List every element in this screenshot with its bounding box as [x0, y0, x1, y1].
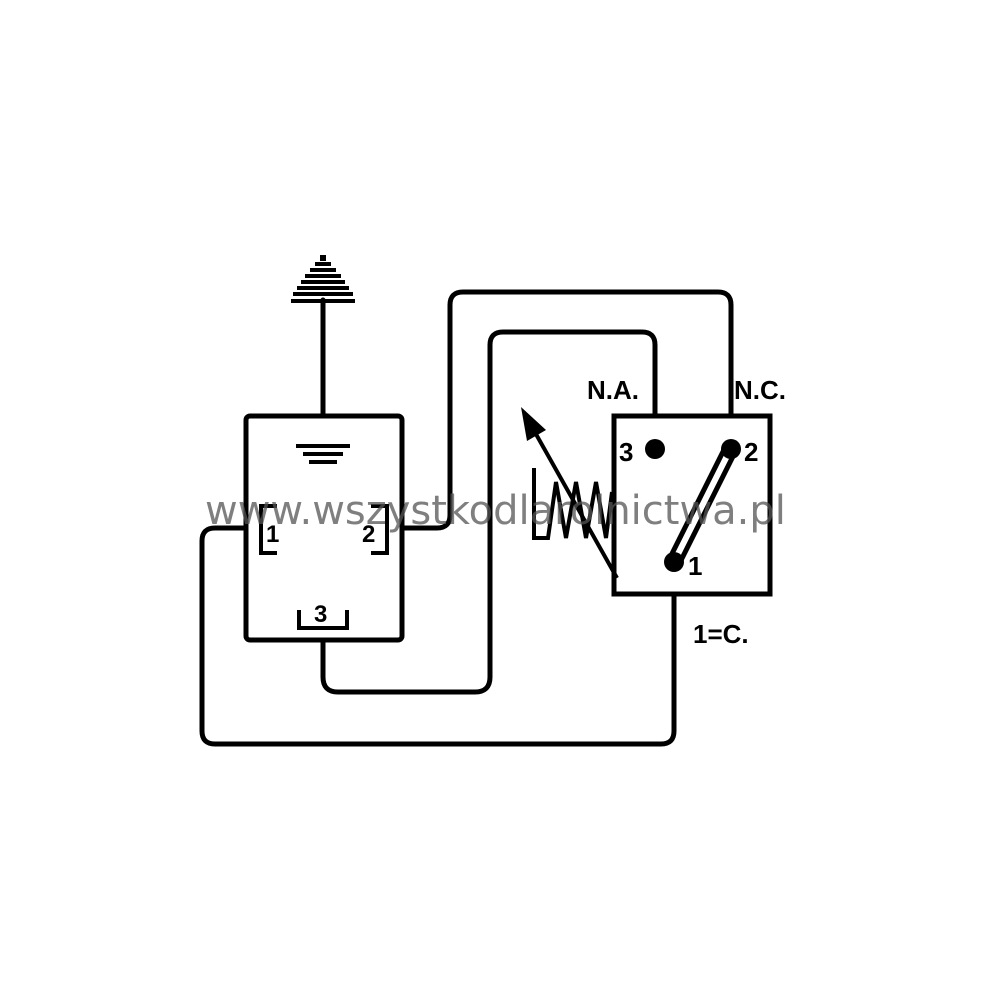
switch-terminal-3-label: 3	[619, 437, 633, 467]
switch-terminal-1-label: 1	[688, 551, 702, 581]
left-terminal-3-bracket	[297, 610, 349, 630]
thermostat-bulb-icon	[291, 255, 355, 303]
wire-inner-na	[320, 329, 658, 695]
left-terminal-1-label: 1	[266, 521, 279, 548]
contact-na-label: N.A.	[587, 375, 639, 405]
adjustment-arrow-icon	[521, 407, 546, 441]
contact-2-dot	[721, 439, 741, 459]
wire-common-loop	[199, 525, 677, 747]
switch-unit-box	[611, 413, 773, 597]
wire-outer-nc	[399, 289, 734, 531]
switch-terminal-2-label: 2	[744, 437, 758, 467]
left-unit-box	[243, 413, 405, 643]
contact-3-dot	[645, 439, 665, 459]
adjustment-arrow-shaft	[530, 426, 619, 579]
switch-lever-core	[671, 445, 734, 565]
left-terminal-2-label: 2	[362, 521, 375, 548]
ground-icon	[296, 444, 350, 464]
watermark: www.wszystkodlarolnictwa.pl	[205, 488, 786, 534]
left-terminal-3-label: 3	[314, 601, 327, 628]
common-note: 1=C.	[693, 619, 749, 649]
heating-element-icon	[532, 468, 614, 540]
contact-nc-label: N.C.	[734, 375, 786, 405]
left-terminal-2-bracket	[371, 504, 389, 555]
contact-1-dot	[664, 552, 684, 572]
left-terminal-1-bracket	[259, 504, 277, 555]
